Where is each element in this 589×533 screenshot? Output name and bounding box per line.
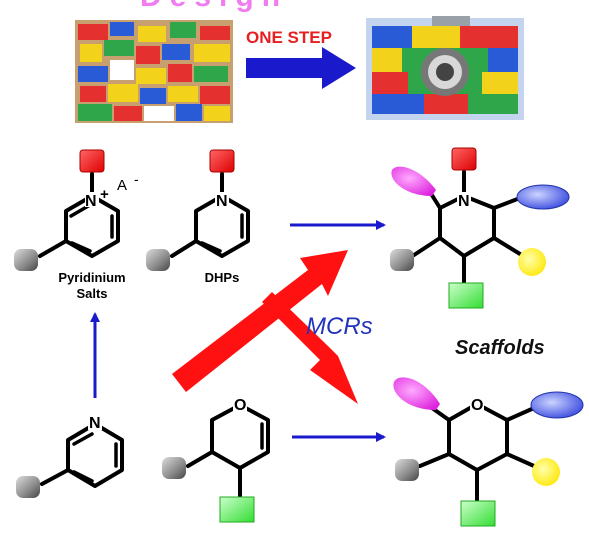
- mcr-arrow-up: [172, 250, 348, 392]
- lego-bricks-image: [75, 20, 233, 123]
- pyridinium-plus-label: +: [100, 186, 109, 203]
- green-substituent: [460, 500, 496, 527]
- piperidine-n-label: N: [458, 193, 470, 210]
- anion-label: A: [117, 177, 127, 194]
- pyridinium-salts-label-line2: Salts: [76, 286, 107, 301]
- gray-substituent: [162, 457, 186, 479]
- red-substituent: [79, 149, 105, 173]
- pyridine-n-label: N: [89, 415, 101, 432]
- one-step-label: ONE STEP: [246, 28, 332, 47]
- one-step-arrow: [246, 47, 356, 89]
- blue-substituent: [516, 184, 570, 210]
- dihydropyran-o-label: O: [234, 397, 246, 414]
- tetrahydropyran-o-label: O: [471, 397, 483, 414]
- scaffolds-label: Scaffolds: [455, 337, 545, 359]
- dhp-n-label: N: [216, 193, 228, 210]
- lego-camera-image: [366, 16, 524, 120]
- dhps-label: DHPs: [205, 270, 240, 285]
- green-substituent: [219, 496, 255, 523]
- blue-substituent: [530, 391, 584, 419]
- gray-substituent: [390, 249, 414, 271]
- header-text: Design: [140, 0, 288, 13]
- red-substituent: [209, 149, 235, 173]
- dihydropyran-structure: [186, 403, 270, 498]
- magenta-substituent: [393, 377, 440, 410]
- magenta-substituent: [391, 166, 436, 196]
- pyridine-structure: [40, 422, 124, 488]
- gray-substituent: [16, 476, 40, 498]
- gray-substituent: [14, 249, 38, 271]
- mcr-arrow-down: [262, 292, 358, 404]
- tetrahydropyran-scaffold-structure: [418, 402, 536, 502]
- yellow-substituent: [532, 458, 560, 486]
- gray-substituent: [146, 249, 170, 271]
- yellow-substituent: [518, 248, 546, 276]
- anion-charge-label: -: [134, 171, 139, 187]
- green-substituent: [448, 282, 484, 309]
- dhp-structure: [170, 172, 250, 258]
- red-substituent: [451, 147, 477, 171]
- mcrs-label: MCRs: [306, 313, 373, 340]
- pyridinium-n-label: N: [85, 193, 97, 210]
- pyridinium-salts-label-line1: Pyridinium: [58, 270, 125, 285]
- gray-substituent: [395, 459, 419, 481]
